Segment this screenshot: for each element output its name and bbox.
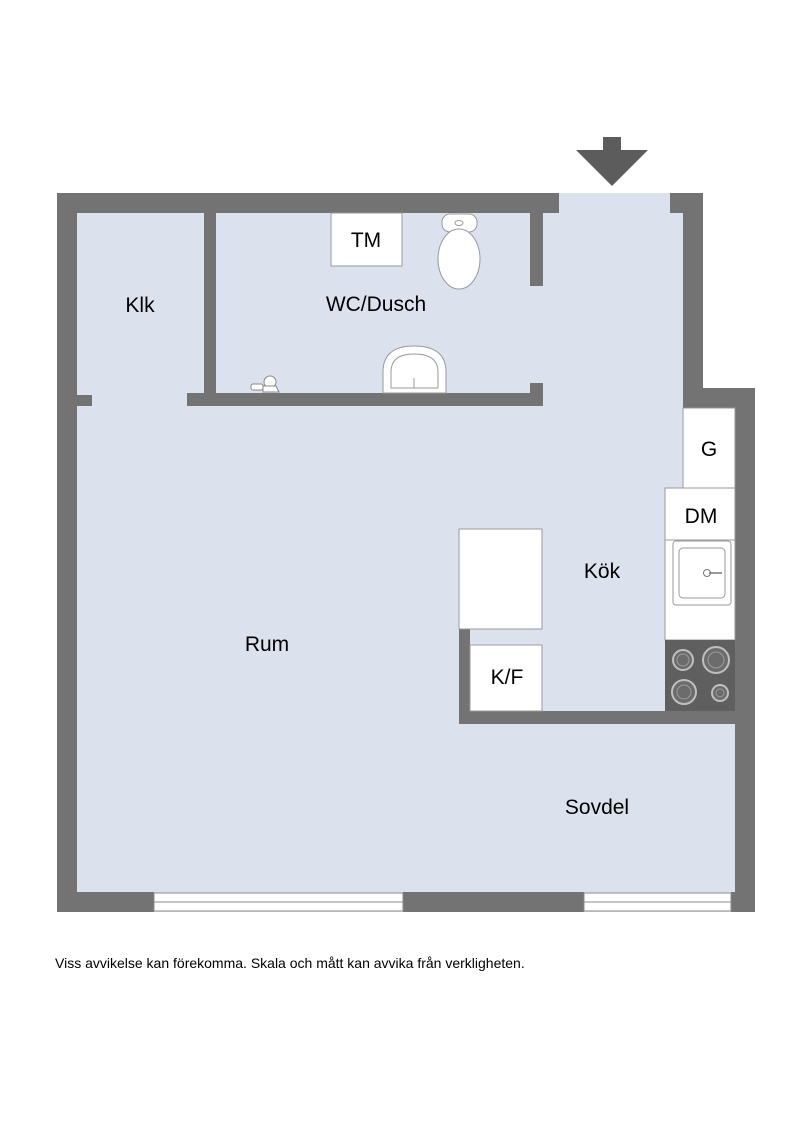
fridge-freezer [469,644,543,712]
entrance-opening [559,193,670,213]
fixture-label-kf: K/F [491,666,524,689]
outer-walls [57,193,755,912]
kitchen-sink-icon [672,540,732,606]
fixture-label-tm: TM [351,229,381,252]
room-label-klk: Klk [125,294,155,317]
sink-icon [382,345,447,394]
dishwasher [664,487,736,541]
room-label-sovdel: Sovdel [565,796,629,819]
kitchen-counter [458,407,736,712]
stove-icon [665,640,735,711]
faucet-icon [250,375,280,393]
windows [153,892,732,912]
room-label-rum: Rum [245,633,289,656]
washing-machine [330,212,403,267]
interior-walls [77,213,735,724]
room-label-kok: Kök [584,560,621,583]
room-label-wc-dusch: WC/Dusch [326,293,426,316]
floor-area [57,193,755,912]
arrow-down-icon [576,137,648,186]
toilet-icon [437,213,481,290]
counter-block [458,528,543,630]
fixture-label-g: G [701,438,717,461]
disclaimer-text: Viss avvikelse kan förekomma. Skala och … [55,955,525,971]
wardrobe-g [682,407,736,489]
fixture-label-dm: DM [685,505,718,528]
